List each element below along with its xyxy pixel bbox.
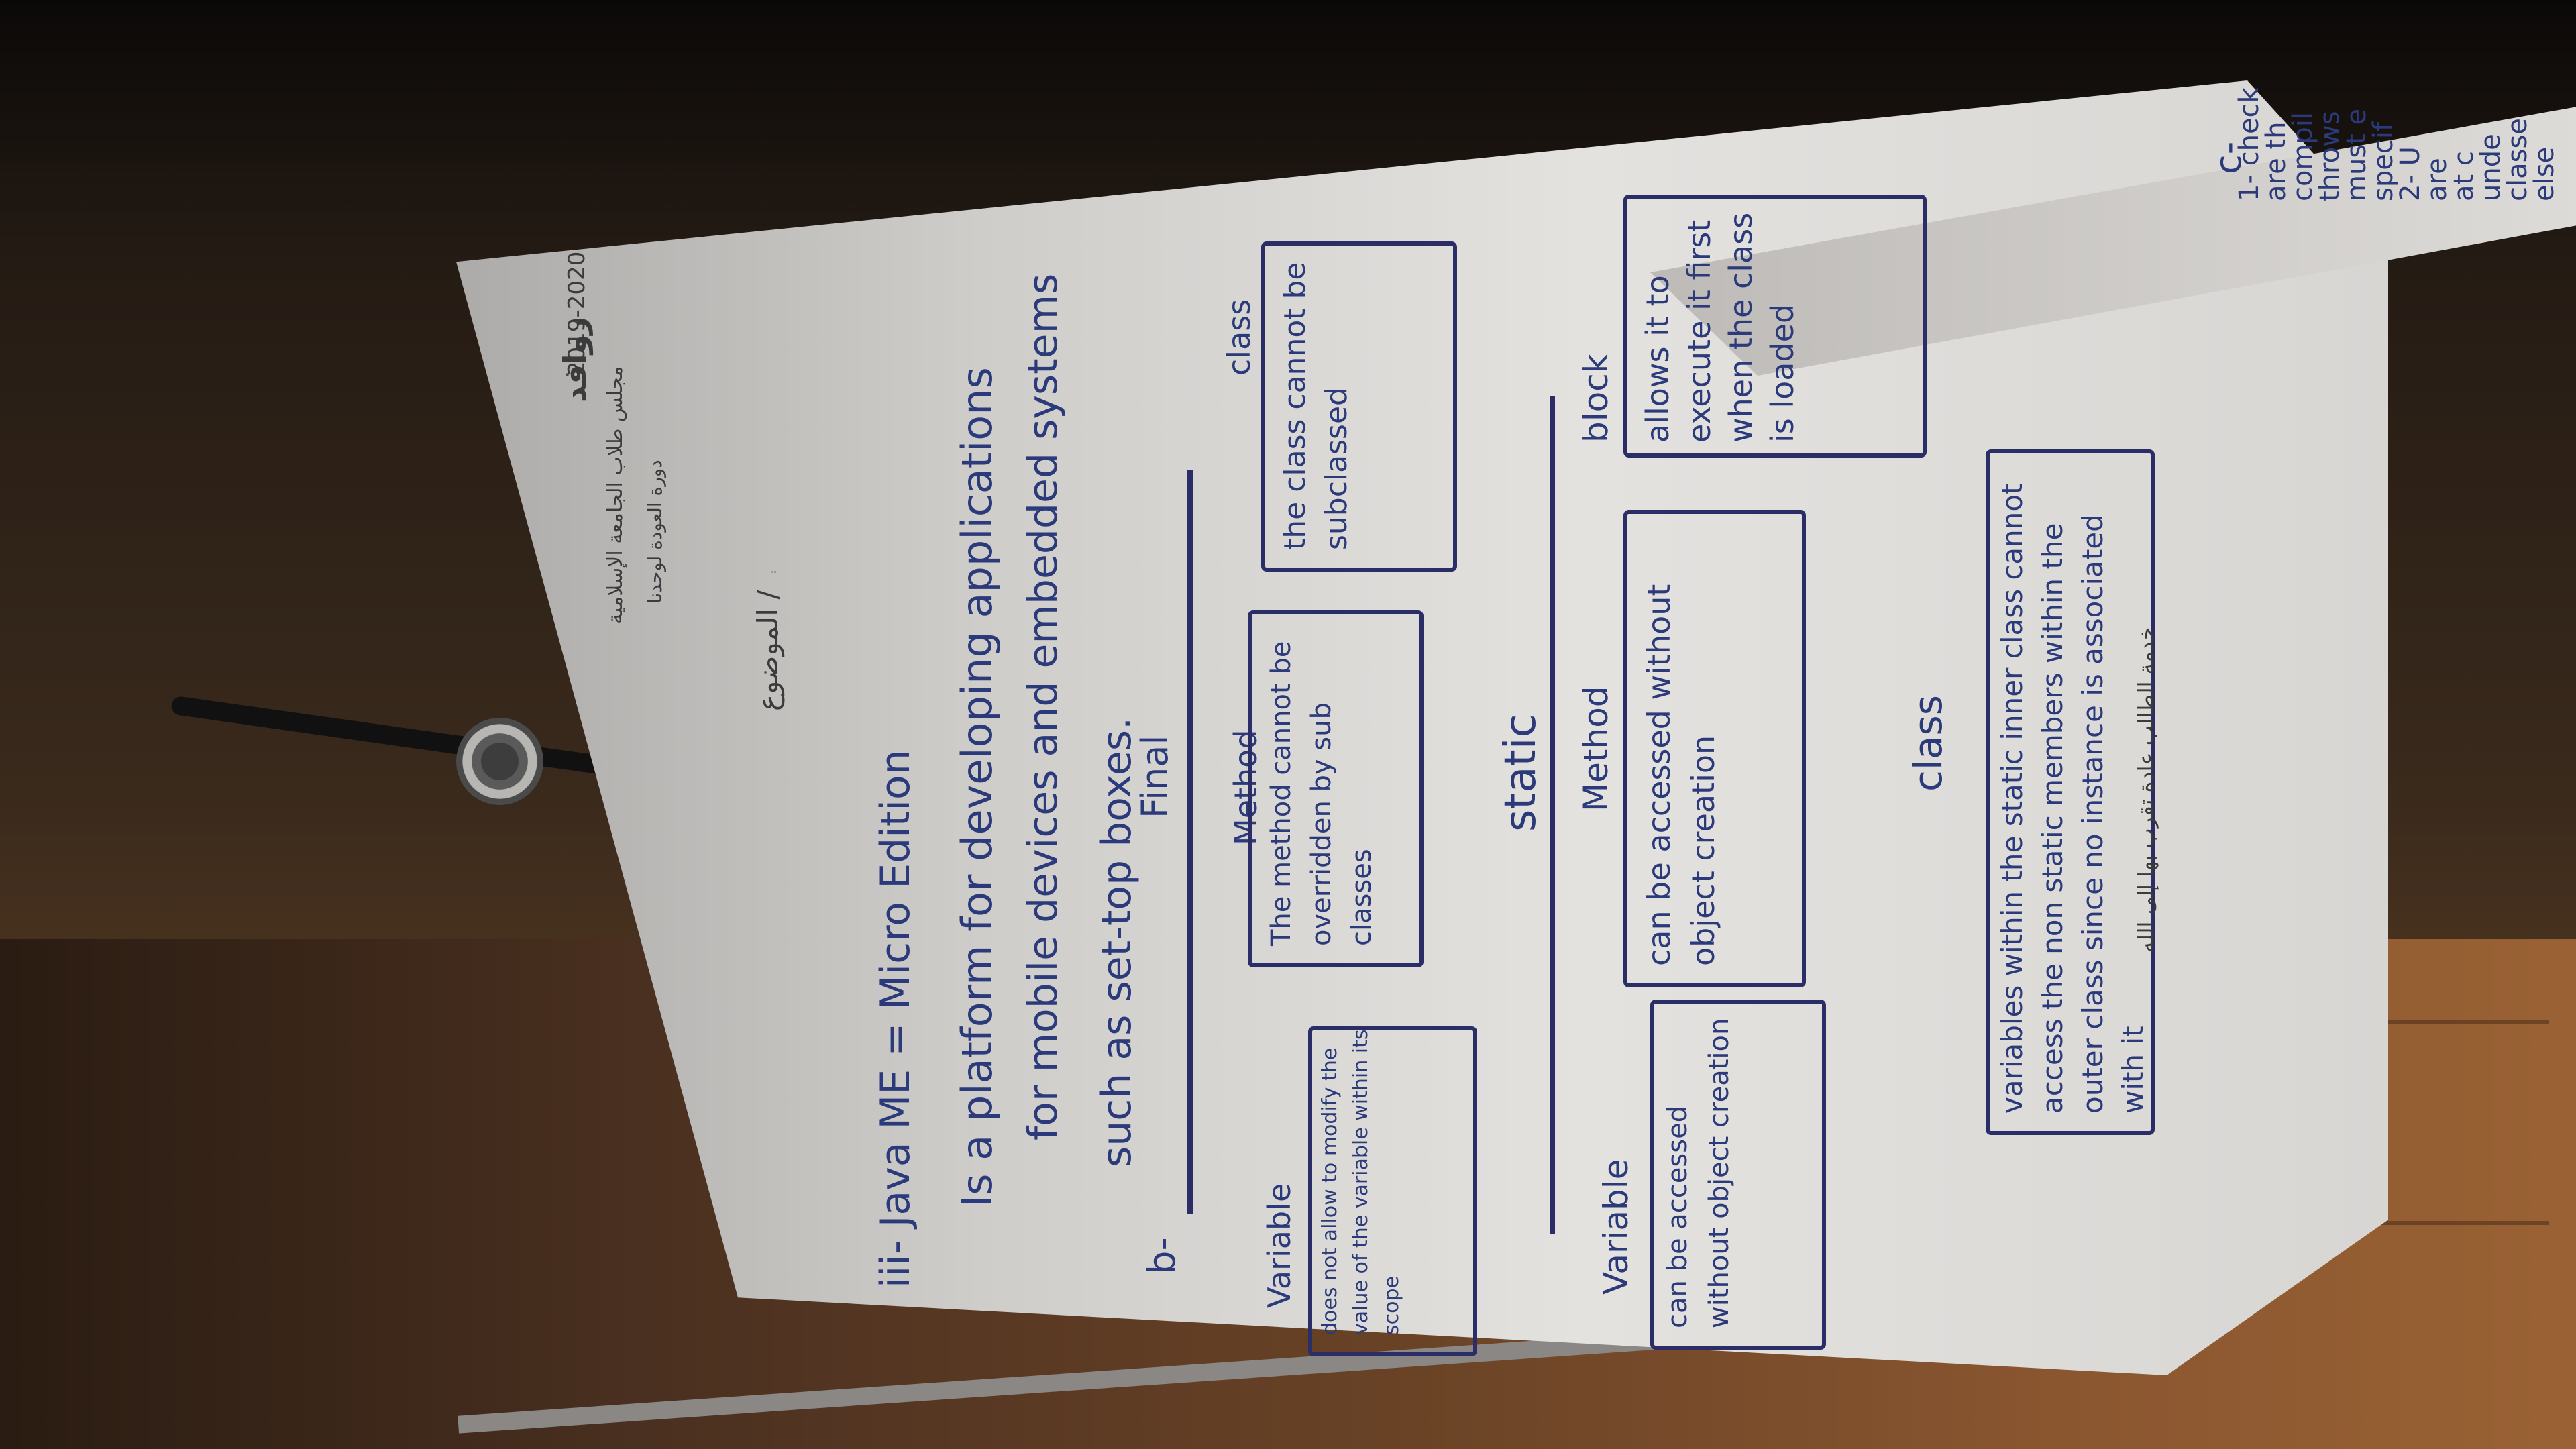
subject-label: الموضوع / bbox=[751, 590, 784, 711]
final-variable-box bbox=[1308, 1026, 1477, 1356]
static-method-box bbox=[1623, 510, 1806, 987]
static-block-label: block bbox=[1576, 354, 1615, 443]
final-variable-desc: does not allow to modify the value of th… bbox=[1318, 1029, 1403, 1335]
static-class-box bbox=[1986, 449, 2155, 1135]
note-iii: iii- Java ME = Micro Edition bbox=[872, 749, 919, 1288]
static-block-desc: allows it to execute it first when the c… bbox=[1640, 212, 1801, 443]
year-label: 2019-2020 bbox=[564, 251, 590, 376]
org-line-2: دورة العودة لوحدنا bbox=[644, 460, 666, 604]
final-label: Final bbox=[1134, 735, 1176, 818]
final-variable-label: Variable bbox=[1261, 1183, 1297, 1308]
static-label: static bbox=[1496, 714, 1546, 832]
static-block-box bbox=[1623, 195, 1927, 458]
tree-line bbox=[1187, 470, 1193, 1214]
note-platform-1: Is a platform for developing application… bbox=[953, 367, 1002, 1208]
final-method-desc: The method cannot be overridden by sub c… bbox=[1266, 641, 1377, 946]
static-variable-box bbox=[1650, 1000, 1826, 1350]
dotted-line bbox=[771, 570, 774, 573]
static-class-label: class bbox=[1905, 695, 1951, 792]
static-method-label: Method bbox=[1576, 686, 1615, 812]
org-line-1: مجلس طلاب الجامعة الإسلامية bbox=[604, 366, 627, 624]
static-variable-desc: can be accessed without object creation bbox=[1662, 1018, 1735, 1328]
final-class-desc: the class cannot be subclassed bbox=[1278, 262, 1354, 551]
note-platform-2: for mobile devices and embedded systems bbox=[1020, 273, 1067, 1140]
right-page-line: else bbox=[2529, 146, 2560, 201]
static-class-desc: variables within the static inner class … bbox=[1996, 483, 2149, 1114]
final-class-label: class bbox=[1221, 299, 1257, 376]
static-method-desc: can be accessed without object creation bbox=[1641, 584, 1721, 966]
footer-band: خدمة الطالب عادة تقرب بها إلى الله bbox=[2133, 627, 2159, 953]
static-variable-label: Variable bbox=[1597, 1159, 1635, 1295]
note-b-label: b- bbox=[1140, 1237, 1184, 1275]
university-logo bbox=[456, 718, 543, 805]
tree-line bbox=[1550, 396, 1555, 1234]
final-method-box bbox=[1248, 610, 1424, 967]
final-class-box bbox=[1261, 241, 1457, 572]
